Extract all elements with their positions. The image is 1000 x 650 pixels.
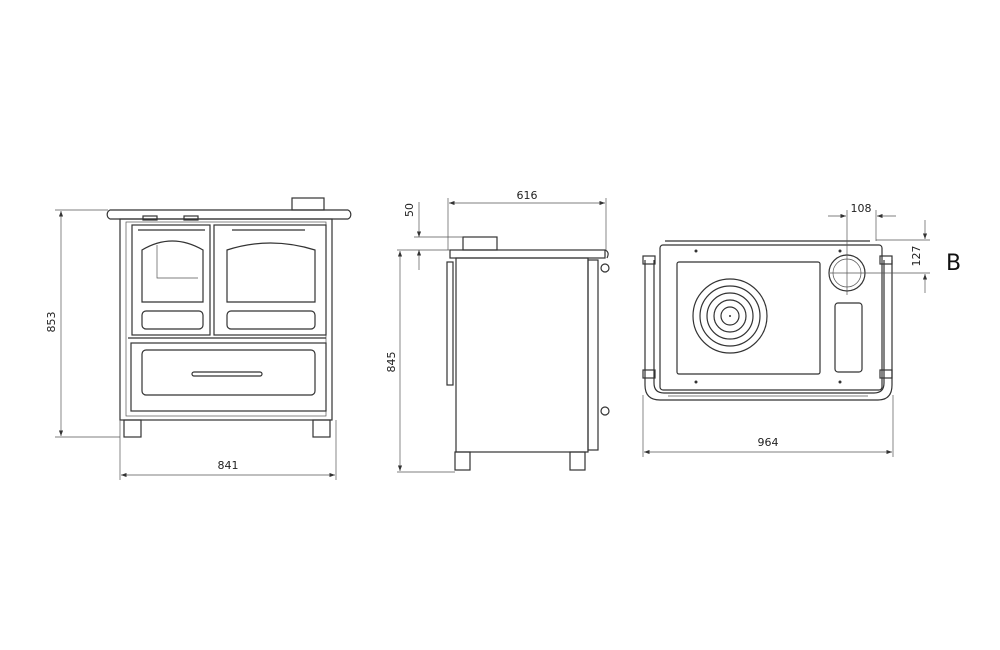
foot — [569, 451, 586, 471]
hotplate — [676, 261, 821, 375]
flue-collar — [291, 197, 325, 211]
cooktop-outline — [659, 244, 883, 391]
towel-rail — [644, 260, 893, 401]
drawer-handle — [191, 371, 263, 377]
ash-drawer — [130, 342, 327, 412]
top-width-label: 964 — [758, 436, 779, 449]
side-depth-label: 616 — [517, 189, 538, 202]
inspection-cover — [834, 302, 863, 373]
flue-offset-y-label: 127 — [910, 246, 923, 267]
front-width-label: 841 — [218, 459, 239, 472]
cooking-rings — [692, 278, 768, 354]
side-height-label: 845 — [385, 352, 398, 373]
detail-label: B — [946, 251, 961, 276]
firebox-door — [131, 224, 211, 336]
top-rail — [106, 209, 352, 220]
flue-offset-x-label: 108 — [851, 202, 872, 215]
knob — [600, 406, 610, 416]
front-height-label: 853 — [45, 312, 58, 333]
stove-body — [119, 218, 333, 421]
knob — [600, 263, 610, 273]
top-plate — [449, 249, 606, 259]
stove-body-side — [455, 257, 589, 453]
foot — [312, 419, 331, 438]
front-view: 853 841 — [45, 197, 352, 480]
side-view: 616 50 845 — [385, 189, 610, 473]
foot — [454, 451, 471, 471]
top-view: 964 108 127 B — [642, 202, 961, 457]
foot — [123, 419, 142, 438]
oven-door — [213, 224, 327, 336]
flue-collar — [462, 236, 498, 251]
flue-height-label: 50 — [403, 203, 416, 217]
